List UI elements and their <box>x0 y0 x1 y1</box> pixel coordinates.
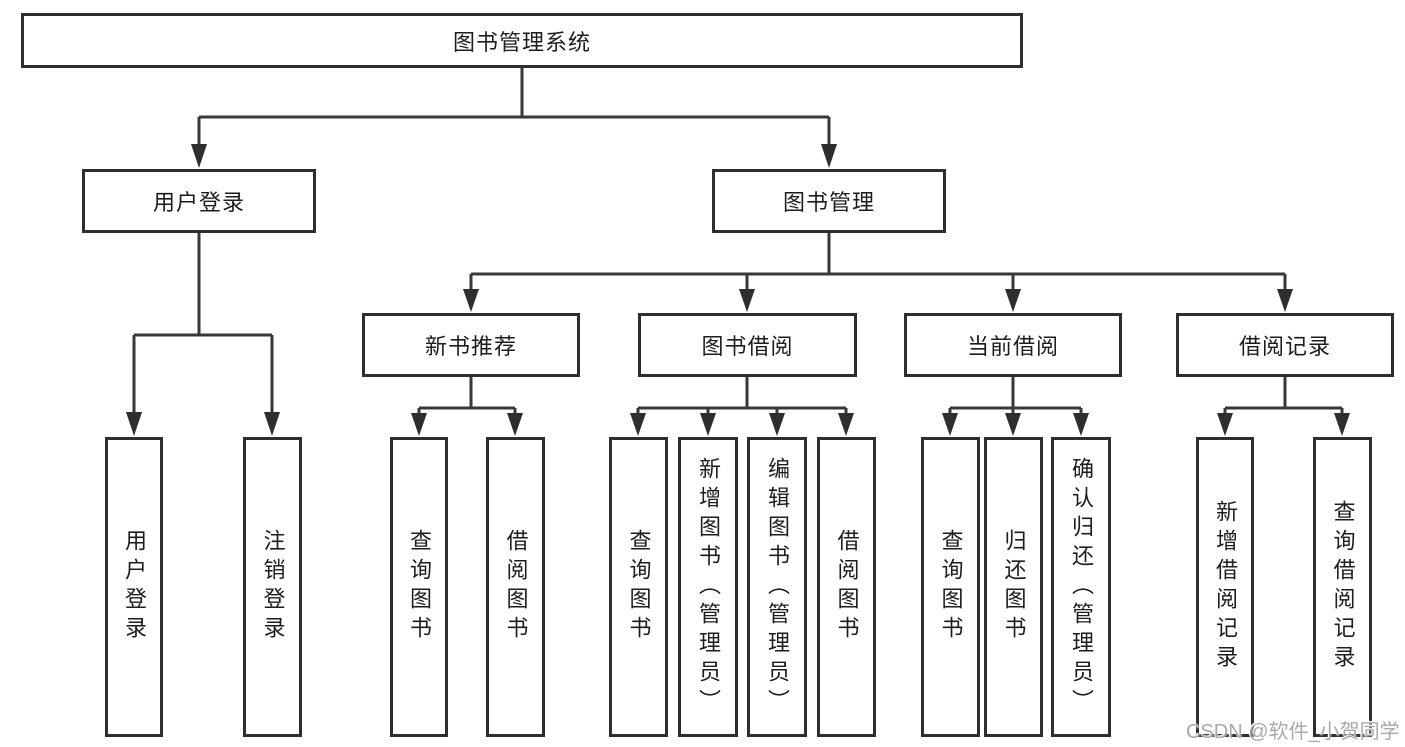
leaf-logout: 注销登录 <box>243 437 302 737</box>
leaf-logout-label: 注销登录 <box>260 529 286 645</box>
node-user-login: 用户登录 <box>82 169 316 233</box>
leaf-borrow-edit-books-admin: 编辑图书（管理员） <box>747 437 807 737</box>
node-new-book-recommend: 新书推荐 <box>362 313 580 377</box>
leaf-borrow-query-books-label: 查询图书 <box>626 529 652 645</box>
node-book-management: 图书管理 <box>712 169 946 233</box>
node-book-management-label: 图书管理 <box>782 190 875 215</box>
leaf-current-return-books: 归还图书 <box>984 437 1043 737</box>
leaf-records-query-record-label: 查询借阅记录 <box>1330 500 1356 674</box>
leaf-records-add-record: 新增借阅记录 <box>1196 437 1254 737</box>
leaf-current-return-books-label: 归还图书 <box>1001 529 1027 645</box>
leaf-current-confirm-return-admin-label: 确认归还（管理员） <box>1069 456 1094 718</box>
leaf-user-login-label: 用户登录 <box>122 529 147 645</box>
node-user-login-label: 用户登录 <box>152 190 245 215</box>
node-new-book-recommend-label: 新书推荐 <box>424 334 517 359</box>
leaf-newrec-borrow-books: 借阅图书 <box>486 437 545 737</box>
node-borrowing-records-label: 借阅记录 <box>1238 334 1331 359</box>
leaf-newrec-query-books-label: 查询图书 <box>407 529 432 645</box>
leaf-borrow-borrow-books: 借阅图书 <box>817 437 876 737</box>
node-borrowing-records: 借阅记录 <box>1176 313 1394 377</box>
leaf-current-confirm-return-admin: 确认归还（管理员） <box>1051 437 1111 737</box>
leaf-user-login: 用户登录 <box>105 437 163 737</box>
leaf-current-query-books-label: 查询图书 <box>938 529 964 645</box>
leaf-borrow-borrow-books-label: 借阅图书 <box>834 529 860 645</box>
leaf-borrow-edit-books-admin-label: 编辑图书（管理员） <box>765 456 790 718</box>
node-book-borrowing-label: 图书借阅 <box>701 334 794 359</box>
leaf-records-add-record-label: 新增借阅记录 <box>1213 500 1238 674</box>
leaf-borrow-add-books-admin-label: 新增图书（管理员） <box>696 456 721 718</box>
node-current-borrowing-label: 当前借阅 <box>966 334 1059 359</box>
leaf-current-query-books: 查询图书 <box>921 437 980 737</box>
leaf-borrow-add-books-admin: 新增图书（管理员） <box>678 437 738 737</box>
leaf-newrec-borrow-books-label: 借阅图书 <box>503 529 529 645</box>
leaf-records-query-record: 查询借阅记录 <box>1313 437 1372 737</box>
node-library-system-label: 图书管理系统 <box>452 29 591 55</box>
leaf-newrec-query-books: 查询图书 <box>390 437 448 737</box>
csdn-watermark: CSDN @软件_小贺同学 <box>1186 721 1400 743</box>
leaf-borrow-query-books: 查询图书 <box>609 437 668 737</box>
node-library-system: 图书管理系统 <box>21 13 1023 68</box>
node-current-borrowing: 当前借阅 <box>904 313 1122 377</box>
node-book-borrowing: 图书借阅 <box>638 313 857 377</box>
